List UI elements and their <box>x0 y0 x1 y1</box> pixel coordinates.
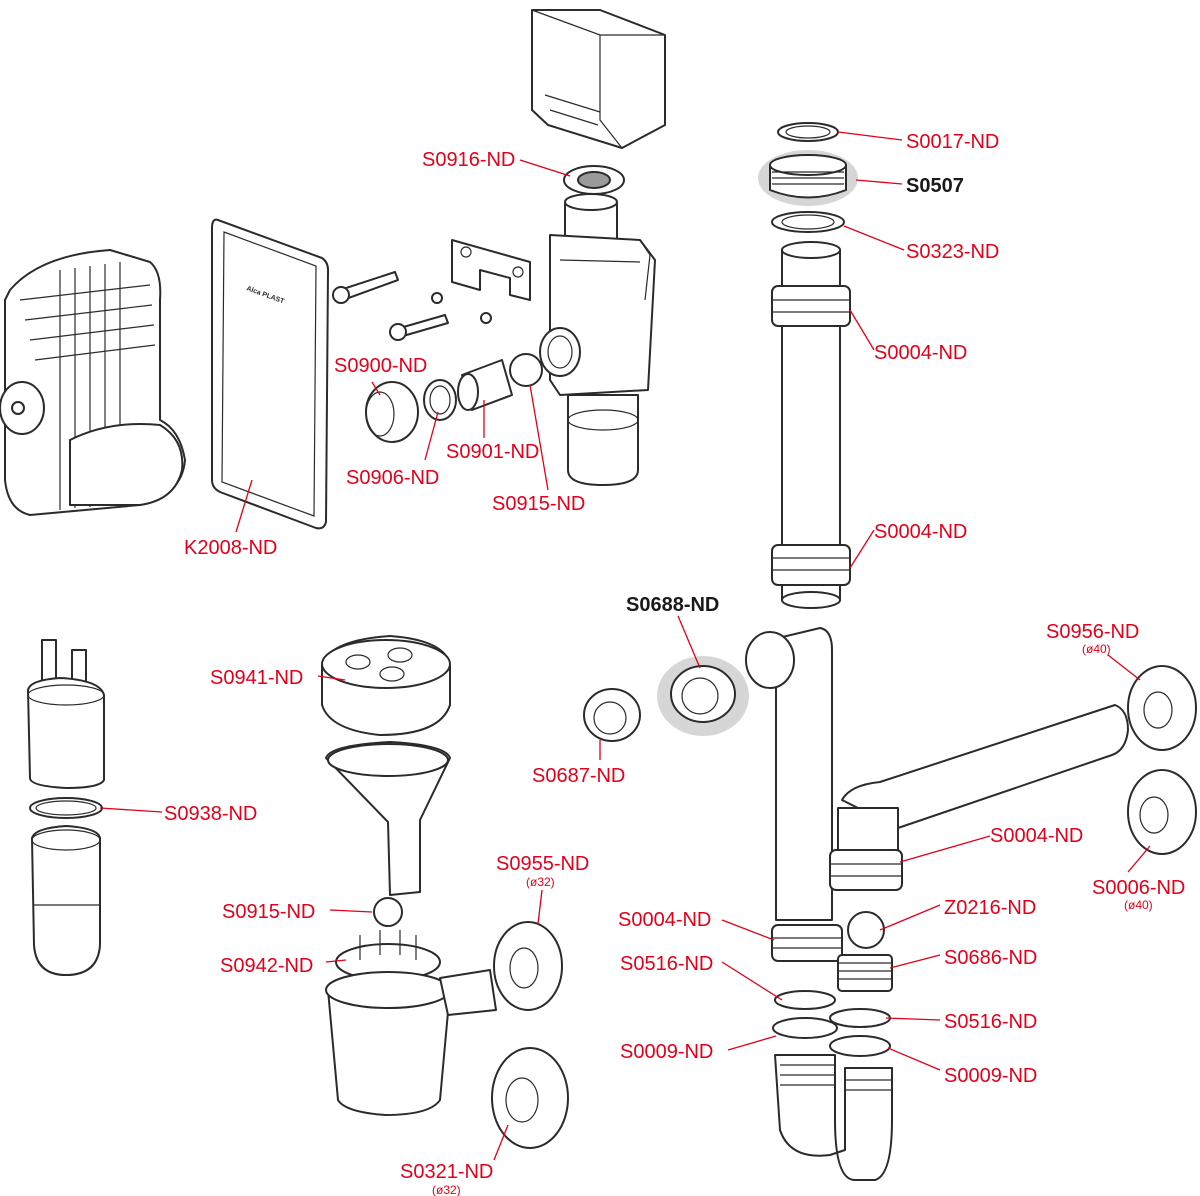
label-z0216: Z0216-ND <box>944 897 1036 919</box>
label-s0906: S0906-ND <box>346 467 439 489</box>
label-s0004-upper: S0004-ND <box>874 342 967 364</box>
part-s0006 <box>1127 769 1197 855</box>
mounting-bracket <box>451 239 531 301</box>
part-s0687 <box>583 688 641 742</box>
trap-body <box>325 969 497 1116</box>
trap-elbow-pipe <box>745 627 833 921</box>
part-s0938 <box>29 797 103 819</box>
vertical-tube <box>771 241 851 609</box>
label-s0900: S0900-ND <box>334 355 427 377</box>
label-s0009-left: S0009-ND <box>620 1041 713 1063</box>
label-s0017: S0017-ND <box>906 131 999 153</box>
label-s0688: S0688-ND <box>626 594 719 616</box>
label-s0687: S0687-ND <box>532 765 625 787</box>
label-s0004-trap: S0004-ND <box>618 909 711 931</box>
label-s0507: S0507 <box>906 175 964 197</box>
funnel-piece <box>325 741 451 896</box>
part-s0323 <box>771 211 845 233</box>
valve-body <box>539 193 656 486</box>
part-s0688-highlight <box>657 656 749 736</box>
part-s0906 <box>423 379 457 421</box>
trap-lower-assembly <box>771 911 893 1181</box>
label-s0516-right: S0516-ND <box>944 1011 1037 1033</box>
leader-lines <box>99 131 1151 1161</box>
part-s0955 <box>493 921 563 1011</box>
label-k2008: K2008-ND <box>184 537 277 559</box>
label-s0006: S0006-ND <box>1092 877 1185 899</box>
label-s0955-diameter: (ø32) <box>526 875 555 889</box>
housing-box <box>0 249 186 516</box>
part-s0017 <box>777 122 839 142</box>
part-s0915-bottom-ball <box>373 897 403 927</box>
labels: S0017-ND S0507 S0323-ND S0004-ND S0004-N… <box>164 131 1185 1196</box>
part-s0900 <box>365 381 419 443</box>
screws <box>332 271 492 341</box>
part-s0941 <box>321 635 451 736</box>
hose-nozzle-piece <box>27 639 105 789</box>
label-s0956-diameter: (ø40) <box>1082 642 1111 656</box>
part-s0901 <box>457 359 513 411</box>
label-s0956: S0956-ND <box>1046 621 1139 643</box>
label-s0955: S0955-ND <box>496 853 589 875</box>
part-s0507-highlight <box>758 150 858 206</box>
part-s0321 <box>491 1047 569 1149</box>
label-s0006-diameter: (ø40) <box>1124 898 1153 912</box>
label-s0323: S0323-ND <box>906 241 999 263</box>
adapter-piece <box>31 825 101 976</box>
label-s0938: S0938-ND <box>164 803 257 825</box>
cover-plate-k2008: Alca PLAST <box>211 218 329 530</box>
part-s0916 <box>563 165 625 195</box>
label-s0321: S0321-ND <box>400 1161 493 1183</box>
label-s0942: S0942-ND <box>220 955 313 977</box>
label-s0516-left: S0516-ND <box>620 953 713 975</box>
label-s0004-lower: S0004-ND <box>874 521 967 543</box>
label-s0004-right: S0004-ND <box>990 825 1083 847</box>
label-s0321-diameter: (ø32) <box>432 1183 461 1196</box>
label-s0686: S0686-ND <box>944 947 1037 969</box>
label-s0941: S0941-ND <box>210 667 303 689</box>
label-s0915-top: S0915-ND <box>492 493 585 515</box>
label-s0901: S0901-ND <box>446 441 539 463</box>
part-s0915-top-ball <box>509 353 543 387</box>
label-s0915-bottom: S0915-ND <box>222 901 315 923</box>
horizontal-pipe <box>829 704 1129 891</box>
label-s0916: S0916-ND <box>422 149 515 171</box>
top-hood <box>531 9 666 149</box>
part-s0956 <box>1127 665 1197 751</box>
label-s0009-right: S0009-ND <box>944 1065 1037 1087</box>
